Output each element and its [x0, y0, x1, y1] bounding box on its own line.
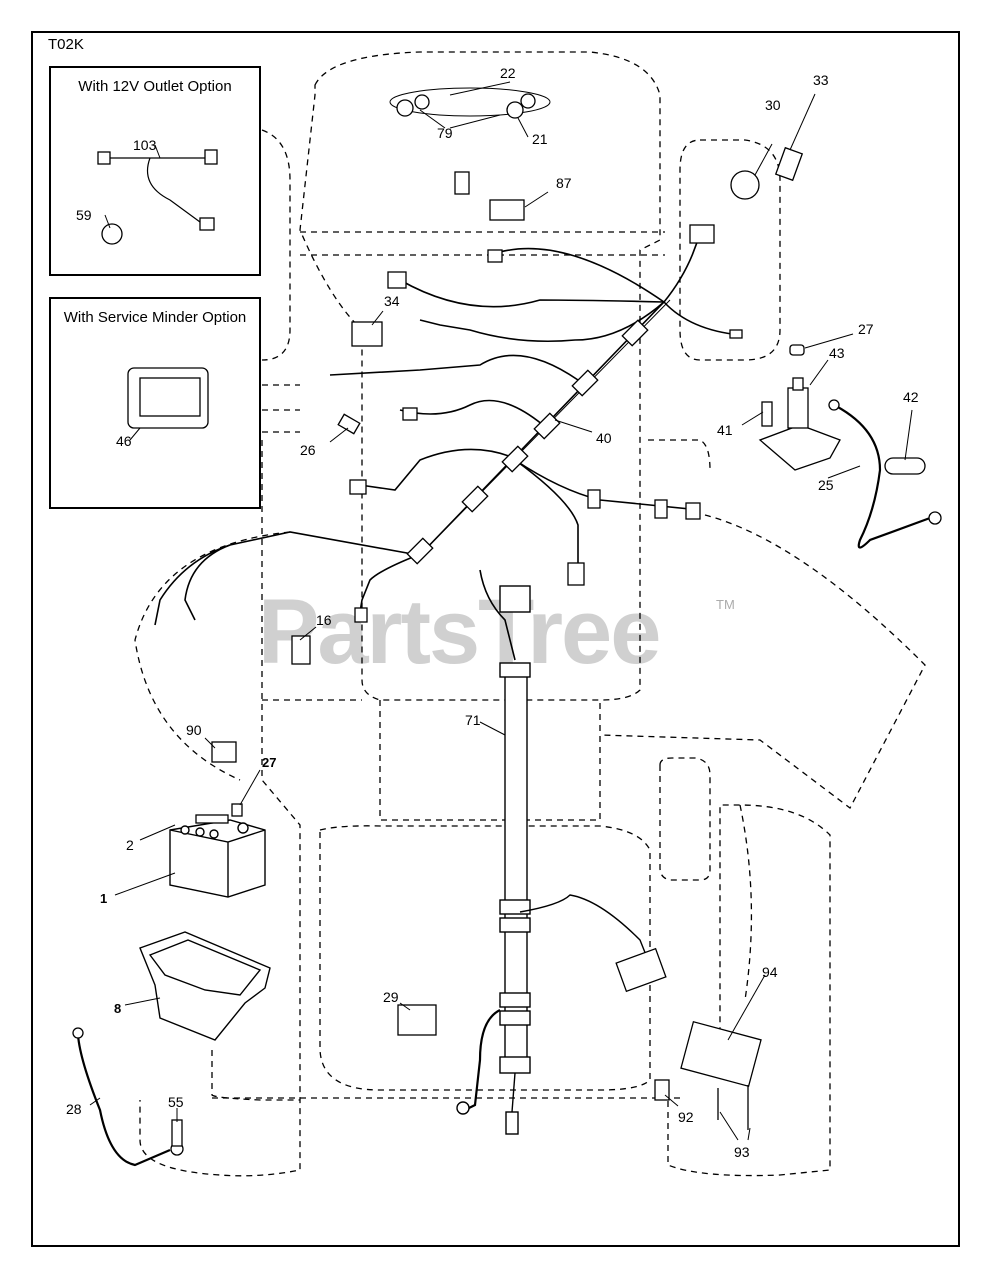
- callout-21: 21: [532, 131, 548, 147]
- callout-30: 30: [765, 97, 781, 113]
- callout-22: 22: [500, 65, 516, 81]
- callout-41: 41: [717, 422, 733, 438]
- callout-103: 103: [133, 137, 157, 153]
- callout-33: 33: [813, 72, 829, 88]
- trademark: TM: [716, 597, 735, 612]
- diagram-frame: [31, 31, 960, 1247]
- battery: [169, 819, 266, 898]
- callout-71: 71: [465, 712, 481, 728]
- callout-46: 46: [116, 433, 132, 449]
- diagram-code: T02K: [48, 36, 84, 53]
- inset-service-minder: With Service Minder Option: [49, 297, 261, 509]
- callout-16: 16: [316, 612, 332, 628]
- solenoid: [758, 377, 841, 471]
- cable-25: [828, 399, 942, 549]
- callout-92: 92: [678, 1109, 694, 1125]
- callout-25: 25: [818, 477, 834, 493]
- inset-service-minder-title: With Service Minder Option: [63, 309, 247, 326]
- callout-87: 87: [556, 175, 572, 191]
- main-harness: [154, 231, 741, 661]
- inset-12v-outlet: With 12V Outlet Option: [49, 66, 261, 276]
- callout-90: 90: [186, 722, 202, 738]
- callout-59: 59: [76, 207, 92, 223]
- callout-labels: 22 79 21 87 33 30 34 27 43 41 42 25 26 4…: [66, 65, 919, 1160]
- tractor-outline: [134, 51, 926, 1177]
- harness-clips: [406, 319, 701, 565]
- inset-12v-outlet-title: With 12V Outlet Option: [78, 78, 232, 95]
- callout-27-top: 27: [858, 321, 874, 337]
- callout-28: 28: [66, 1101, 82, 1117]
- callout-40: 40: [596, 430, 612, 446]
- callout-27-battery: 27: [262, 755, 276, 770]
- callout-2: 2: [126, 837, 134, 853]
- watermark: PartsTree: [258, 581, 661, 683]
- callout-26: 26: [300, 442, 316, 458]
- callout-34: 34: [384, 293, 400, 309]
- harness-71: [456, 585, 651, 1135]
- callout-1: 1: [100, 891, 107, 906]
- callout-43: 43: [829, 345, 845, 361]
- cable-28: [72, 1027, 184, 1167]
- battery-tray: [139, 931, 271, 1041]
- callout-55: 55: [168, 1094, 184, 1110]
- callout-79: 79: [437, 125, 453, 141]
- inset-wires: [110, 157, 205, 223]
- leader-lines: [89, 81, 913, 1141]
- callout-94: 94: [762, 964, 778, 980]
- callout-93: 93: [734, 1144, 750, 1160]
- callout-8: 8: [114, 1001, 121, 1016]
- callout-29: 29: [383, 989, 399, 1005]
- callout-42: 42: [903, 389, 919, 405]
